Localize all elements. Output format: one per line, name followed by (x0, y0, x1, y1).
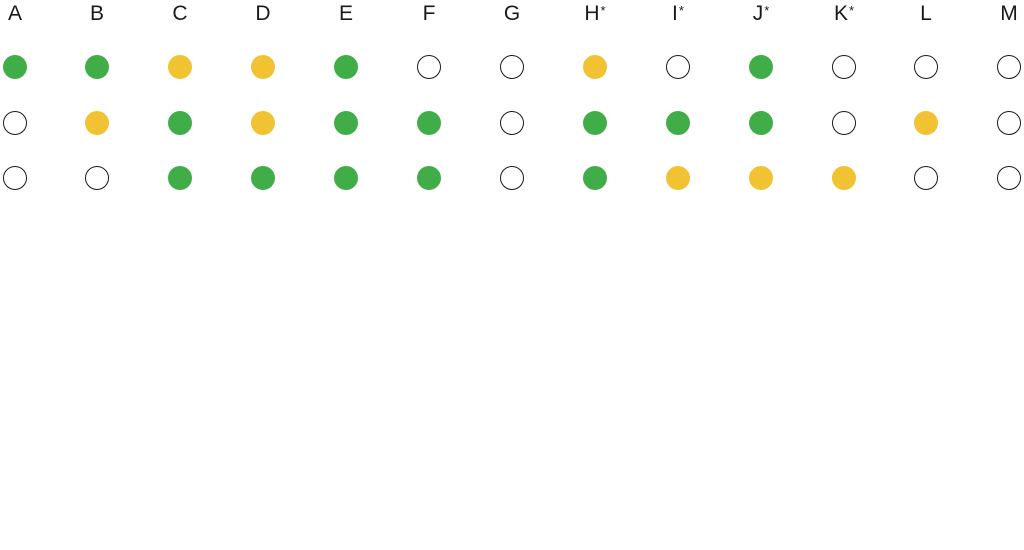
column-i: I* (648, 0, 708, 200)
status-dot-empty (500, 166, 524, 190)
status-dot-green (3, 55, 27, 79)
column-header: A (0, 2, 45, 26)
status-dot-yellow (583, 55, 607, 79)
column-header: I* (648, 2, 708, 26)
asterisk-mark: * (764, 3, 770, 18)
column-j: J* (731, 0, 791, 200)
status-dot-empty (85, 166, 109, 190)
column-label: F (422, 2, 436, 25)
status-dot-empty (997, 55, 1021, 79)
column-label: E (338, 2, 353, 25)
status-dot-green (583, 111, 607, 135)
column-label: J (752, 2, 764, 25)
column-label: L (920, 2, 932, 25)
status-dot-yellow (251, 55, 275, 79)
column-header: H* (565, 2, 625, 26)
status-dot-green (334, 111, 358, 135)
column-label: C (172, 2, 188, 25)
status-dot-green (85, 55, 109, 79)
asterisk-mark: * (678, 3, 684, 18)
column-header: M (979, 2, 1024, 26)
column-header: F (399, 2, 459, 26)
column-header: K* (814, 2, 874, 26)
column-m: M (964, 0, 1024, 200)
status-dot-yellow (749, 166, 773, 190)
status-dot-empty (500, 55, 524, 79)
status-dot-empty (417, 55, 441, 79)
column-l: L (896, 0, 956, 200)
asterisk-mark: * (848, 3, 855, 18)
column-label: B (89, 2, 104, 25)
status-dot-empty (832, 111, 856, 135)
column-g: G (482, 0, 542, 200)
column-label: D (255, 2, 271, 25)
status-dot-yellow (168, 55, 192, 79)
status-dot-green (666, 111, 690, 135)
column-header: E (316, 2, 376, 26)
status-dot-empty (997, 166, 1021, 190)
status-dot-green (417, 111, 441, 135)
status-dot-empty (3, 166, 27, 190)
column-header: L (896, 2, 956, 26)
status-dot-green (749, 111, 773, 135)
status-dot-empty (666, 55, 690, 79)
column-h: H* (565, 0, 625, 200)
column-f: F (399, 0, 459, 200)
column-label: G (503, 2, 521, 25)
column-label: A (7, 2, 22, 25)
status-dot-green (251, 166, 275, 190)
column-header: G (482, 2, 542, 26)
status-dot-green (417, 166, 441, 190)
column-label: H (584, 2, 600, 25)
asterisk-mark: * (600, 3, 606, 18)
column-label: I (672, 2, 678, 25)
status-dot-green (749, 55, 773, 79)
status-dot-yellow (85, 111, 109, 135)
column-a: A (0, 0, 45, 200)
column-label: K (833, 2, 848, 25)
status-dot-empty (832, 55, 856, 79)
column-e: E (316, 0, 376, 200)
status-dot-empty (500, 111, 524, 135)
status-dot-green (334, 55, 358, 79)
column-c: C (150, 0, 210, 200)
status-dot-empty (914, 166, 938, 190)
status-dot-yellow (914, 111, 938, 135)
status-dot-yellow (666, 166, 690, 190)
status-dot-empty (914, 55, 938, 79)
status-dot-yellow (832, 166, 856, 190)
column-header: C (150, 2, 210, 26)
status-dot-empty (3, 111, 27, 135)
column-k: K* (814, 0, 874, 200)
column-b: B (67, 0, 127, 200)
column-header: D (233, 2, 293, 26)
column-header: B (67, 2, 127, 26)
column-label: M (1000, 2, 1018, 25)
status-dot-green (168, 166, 192, 190)
status-dot-green (334, 166, 358, 190)
status-dot-green (583, 166, 607, 190)
status-dot-yellow (251, 111, 275, 135)
column-header: J* (731, 2, 791, 26)
status-dot-green (168, 111, 192, 135)
status-dot-empty (997, 111, 1021, 135)
column-d: D (233, 0, 293, 200)
